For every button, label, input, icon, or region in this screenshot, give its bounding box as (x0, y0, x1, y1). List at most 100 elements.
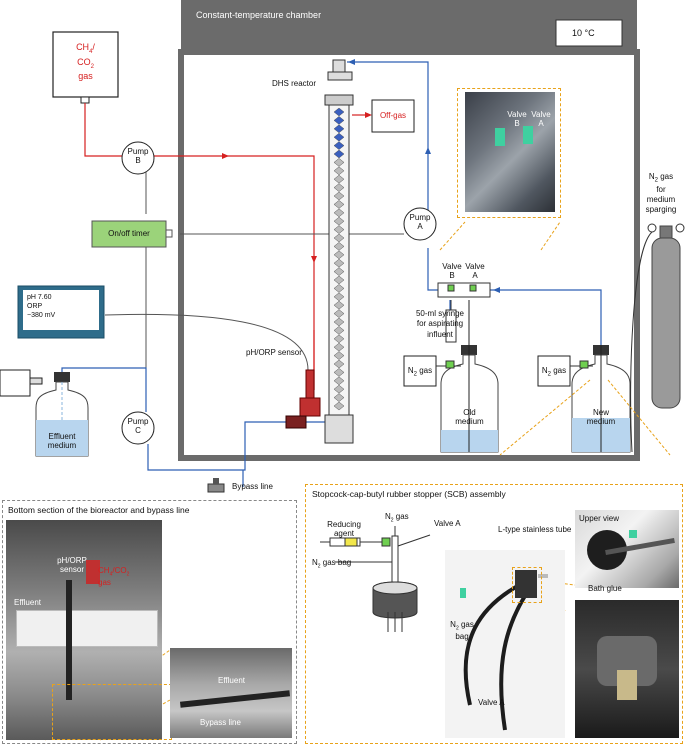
packing-element (333, 116, 345, 125)
packing-element (333, 351, 345, 360)
packing-element (333, 174, 345, 184)
pump-b (121, 141, 155, 175)
timer-box (91, 220, 167, 248)
scb-stopcock (460, 588, 466, 598)
packing-element (333, 359, 345, 369)
gas-arrow-2 (311, 256, 317, 263)
packing-element (333, 141, 345, 150)
n2-box-old (403, 355, 437, 387)
medium-arrow-new (493, 287, 500, 293)
scb-n2-bag-label: N2 gas bag (312, 558, 352, 570)
bottom-panel (2, 500, 297, 744)
scb-l-tube (538, 574, 548, 578)
stopcock-old (445, 360, 455, 369)
packing-element (333, 107, 345, 117)
zoom-bypass-label: Bypass line (200, 718, 241, 727)
scb-panel-title: Stopcock-cap-butyl rubber stopper (SCB) … (312, 489, 506, 499)
new-medium-bottle (571, 345, 631, 453)
chamber-title: Constant-temperature chamber (196, 10, 322, 20)
scb-highlight (512, 567, 542, 603)
packing-element (333, 200, 345, 209)
bath-glue-photo (575, 600, 679, 738)
packing-element (333, 334, 345, 344)
control-lines (104, 172, 404, 371)
scb-photo-valve-a-label: Valve A (478, 698, 505, 707)
valve-photo-frame (457, 88, 561, 218)
upper-view-photo: Upper view (575, 510, 679, 588)
zoom-effluent-label: Effluent (218, 676, 245, 685)
timer-label: On/off timer (108, 229, 150, 238)
medium-arrow-top (348, 59, 355, 65)
offgas-box (371, 99, 415, 133)
scb-stopper (515, 570, 537, 598)
syringe (445, 300, 457, 343)
packing-element (333, 292, 345, 302)
packing-element (333, 124, 345, 134)
temperature-value: 10 °C (572, 28, 595, 38)
packing-element (333, 284, 345, 293)
packing-element (333, 300, 345, 310)
bottom-panel-title: Bottom section of the bioreactor and byp… (8, 505, 190, 515)
packing-element (333, 342, 345, 352)
scb-l-tube-label: L-type stainless tube (498, 525, 572, 534)
packing-element (333, 267, 345, 276)
scb-valve-a-label: Valve A (434, 519, 461, 528)
gas-arrow-1 (222, 153, 229, 159)
n2-cylinder (630, 223, 685, 453)
packing-element (333, 166, 345, 176)
scb-bath-glue-label: Bath glue (588, 584, 622, 593)
packing-element (333, 401, 345, 411)
gas-box (52, 31, 119, 98)
bypass-valve (207, 478, 225, 493)
packing-element (333, 149, 345, 159)
packing-element (333, 250, 345, 260)
packing-element (333, 191, 345, 201)
temperature-box (555, 19, 623, 47)
scb-n2-top-label: N2 gas (385, 512, 409, 524)
packing-element (333, 258, 345, 268)
packing-element (333, 393, 345, 402)
stopcock-new (579, 360, 589, 369)
valve-a-marker (469, 284, 477, 292)
packing-element (333, 208, 345, 218)
reactor-packing (333, 107, 345, 411)
packing-element (333, 132, 345, 142)
scb-tube-2 (499, 586, 532, 731)
bypass-zoom-photo: Effluent Bypass line (170, 648, 292, 738)
packing-element (333, 225, 345, 234)
scb-tube-1 (463, 580, 526, 706)
meter-screen (23, 290, 99, 330)
bottom-effluent-label: Effluent (14, 598, 41, 607)
old-medium-bottle (440, 300, 499, 453)
pump-c (121, 411, 155, 445)
pump-a (403, 207, 437, 241)
n2-right-label: N2 gas (541, 366, 567, 378)
packing-element (333, 326, 345, 335)
packing-element (333, 317, 345, 327)
n2-left-label: N2 gas (407, 366, 433, 378)
offgas-label: Off-gas (379, 111, 407, 120)
upper-view-label: Upper view (579, 514, 620, 523)
valve-b-marker (447, 284, 455, 292)
packing-element (333, 233, 345, 243)
offgas-arrow (365, 112, 372, 118)
reactor-label: DHS reactor (272, 79, 317, 88)
